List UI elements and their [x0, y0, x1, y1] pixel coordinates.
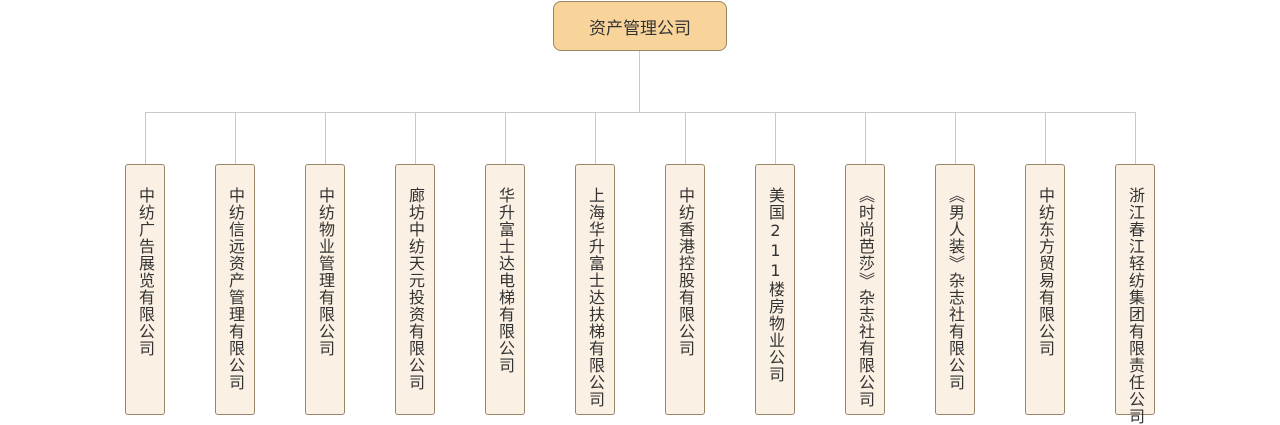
- child-node-label: 中纺信远资产管理有限公司: [226, 187, 245, 391]
- child-node: 廊坊中纺天元投资有限公司: [395, 164, 435, 415]
- child-connector: [595, 112, 596, 164]
- child-connector: [865, 112, 866, 164]
- child-node: 中纺广告展览有限公司: [125, 164, 165, 415]
- child-node-label: 中纺东方贸易有限公司: [1036, 187, 1055, 357]
- child-connector: [325, 112, 326, 164]
- child-node: 浙江春江轻纺集团有限责任公司: [1115, 164, 1155, 425]
- child-connector: [1045, 112, 1046, 164]
- child-node-label: 中纺物业管理有限公司: [316, 187, 335, 357]
- child-node-label: 华升富士达电梯有限公司: [496, 187, 515, 374]
- child-connector: [235, 112, 236, 164]
- child-node-label: 中纺香港控股有限公司: [676, 187, 695, 357]
- child-node-label: 廊坊中纺天元投资有限公司: [406, 187, 425, 391]
- child-node-label: 上海华升富士达扶梯有限公司: [586, 187, 605, 408]
- child-node: 中纺香港控股有限公司: [665, 164, 705, 415]
- child-node: 上海华升富士达扶梯有限公司: [575, 164, 615, 415]
- horizontal-connector: [145, 112, 1136, 113]
- child-node: 美国211楼房物业公司: [755, 164, 795, 415]
- child-node-label: 中纺广告展览有限公司: [136, 187, 155, 357]
- child-node-label: 美国211楼房物业公司: [766, 187, 785, 383]
- child-node: 中纺物业管理有限公司: [305, 164, 345, 415]
- child-connector: [775, 112, 776, 164]
- child-node: 《男人装》杂志社有限公司: [935, 164, 975, 415]
- child-connector: [145, 112, 146, 164]
- child-node: 中纺信远资产管理有限公司: [215, 164, 255, 415]
- child-connector: [685, 112, 686, 164]
- child-node-label: 《男人装》杂志社有限公司: [946, 187, 965, 391]
- root-connector: [639, 51, 640, 112]
- child-node: 华升富士达电梯有限公司: [485, 164, 525, 415]
- child-node-label: 《时尚芭莎》杂志社有限公司: [856, 187, 875, 408]
- child-node: 《时尚芭莎》杂志社有限公司: [845, 164, 885, 415]
- child-connector: [415, 112, 416, 164]
- child-node: 中纺东方贸易有限公司: [1025, 164, 1065, 415]
- child-connector: [1135, 112, 1136, 164]
- root-node: 资产管理公司: [553, 1, 727, 51]
- child-connector: [955, 112, 956, 164]
- child-node-label: 浙江春江轻纺集团有限责任公司: [1126, 187, 1145, 425]
- root-node-label: 资产管理公司: [589, 18, 691, 39]
- child-connector: [505, 112, 506, 164]
